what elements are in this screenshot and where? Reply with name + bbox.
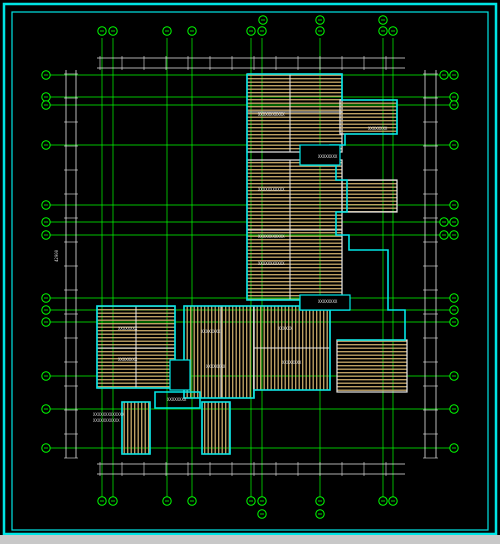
inner-frame [11,11,489,531]
room-label: XXXXXXXXXXX [258,112,285,117]
legend-line-1: XXXXXXXXXXXXX [93,412,125,417]
building-outline [154,391,201,409]
status-bar [0,535,500,544]
room-label: XXXXXXXXXXX [258,187,285,192]
room-label: XXXXXXXX [118,357,138,362]
outer-frame [2,2,498,536]
legend-line-2: XXXXXXXXXXX [93,418,120,423]
room-label: XXXXXXXX [318,299,338,304]
building-outline [121,401,151,455]
drawing-frame [2,2,498,536]
hatched-floor-area [246,73,343,153]
opening-void [299,294,351,311]
dimension-lines [64,56,438,476]
axis-bubbles [41,15,459,519]
room-label: XXXXXXXX [201,329,221,334]
room-label: XXXXXXXXXXX [258,234,285,239]
building-outline [201,401,231,455]
hatched-floor-area [341,179,398,213]
hatched-floor-area [183,305,255,399]
room-label: XXXXXXXX [318,154,338,159]
hatched-floor-area [121,401,151,455]
opening-void [169,359,191,391]
room-label: XXXXXXXX [206,364,226,369]
floor-plan [96,73,408,455]
total-dimension-left: 42900 [54,249,59,262]
room-label: XXXXXXXXXXX [258,261,285,266]
room-label: XXXXXXXX [282,360,302,365]
hatched-floor-area [201,401,231,455]
axis-grid [48,38,455,500]
room-label: XXXXXXXX [118,326,138,331]
building-outline [247,73,406,341]
hatched-floor-area [336,339,408,393]
room-label: XXXXXX [278,326,293,331]
room-label: XXXXXXXX [368,126,388,131]
room-label: XXXXXXXX [167,397,187,402]
opening-void [299,144,341,166]
